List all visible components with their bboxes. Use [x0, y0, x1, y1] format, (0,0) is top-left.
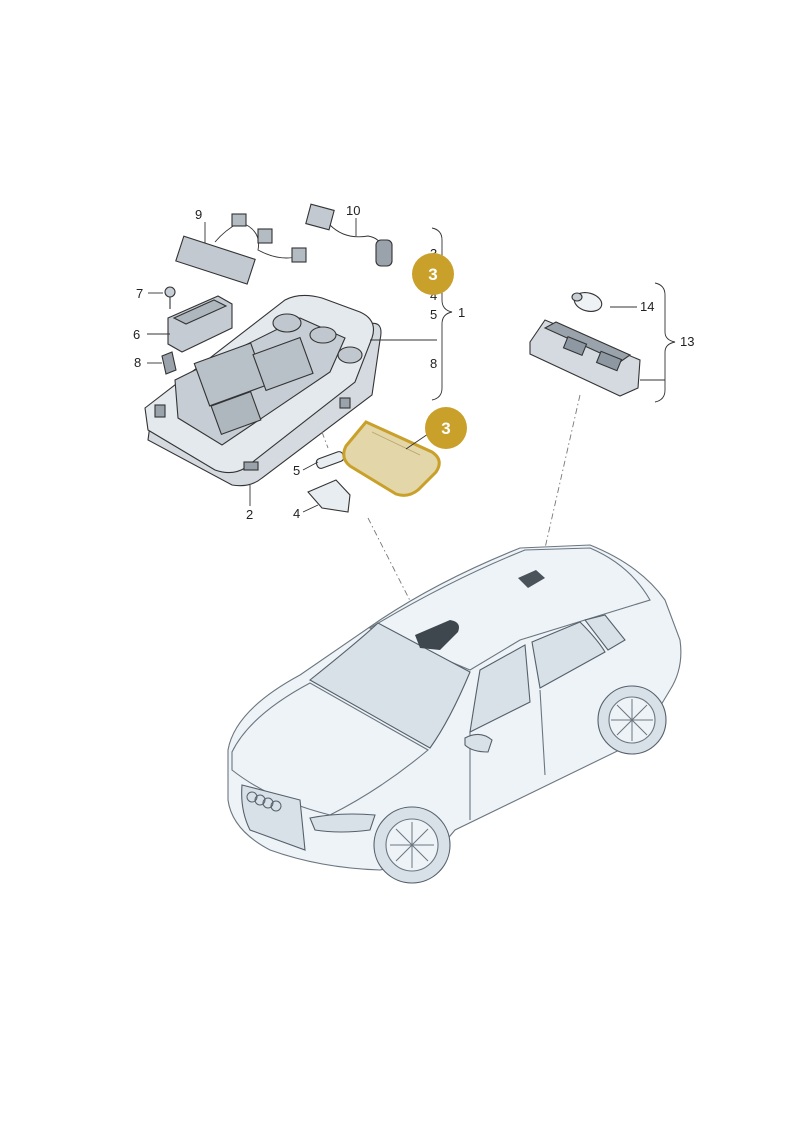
switch-module[interactable]	[167, 295, 233, 353]
label-8b: 8	[430, 356, 437, 371]
callout-labels: 9 10 7 6 8 2 5 4 3 4 5 8 1 14 13	[133, 203, 694, 522]
label-9: 9	[195, 207, 202, 222]
screw-icon[interactable]	[164, 286, 176, 309]
label-10: 10	[346, 203, 360, 218]
roof-console-part[interactable]	[144, 294, 382, 487]
highlight-badge-glass-label: 3	[441, 419, 450, 438]
bulb[interactable]	[315, 451, 345, 470]
locator-line-console-2	[321, 431, 329, 449]
audi-rings-icon	[246, 791, 282, 812]
microphone-cable[interactable]	[305, 203, 393, 267]
label-4b: 4	[430, 288, 437, 303]
locator-line-console	[367, 517, 431, 641]
label-6: 6	[133, 327, 140, 342]
locator-line-lamp	[539, 394, 581, 571]
highlight-badge-top-label: 3	[428, 265, 437, 284]
label-5a: 5	[293, 463, 300, 478]
roof-console-location	[415, 620, 459, 650]
highlight-badge-glass[interactable]: 3	[425, 407, 467, 449]
interior-lamp-location	[518, 570, 545, 588]
label-2: 2	[246, 507, 253, 522]
label-1: 1	[458, 305, 465, 320]
label-8a: 8	[134, 355, 141, 370]
label-4a: 4	[293, 506, 300, 521]
label-13: 13	[680, 334, 694, 349]
interior-lamp[interactable]	[529, 319, 641, 397]
highlight-badge-top[interactable]: 3	[412, 253, 454, 295]
bulb-icon[interactable]	[571, 290, 604, 315]
wiring-harness[interactable]	[175, 213, 307, 285]
label-7: 7	[136, 286, 143, 301]
clip-icon[interactable]	[161, 351, 177, 375]
suv-illustration	[227, 544, 682, 884]
lens[interactable]	[307, 479, 351, 513]
glass-panel-highlighted[interactable]	[342, 420, 441, 497]
leader-lines	[147, 218, 676, 513]
label-5b: 5	[430, 307, 437, 322]
label-14: 14	[640, 299, 654, 314]
